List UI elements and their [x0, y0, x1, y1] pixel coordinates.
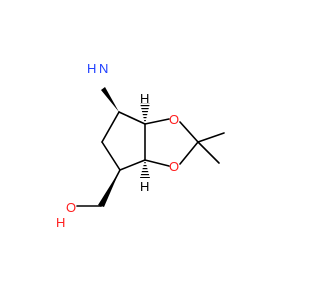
- hydroxyl-oxygen-label: O: [66, 200, 76, 215]
- bond-c1-c2: [118, 111, 146, 125]
- stereo-hydrogen-top-label: H: [140, 91, 149, 106]
- amine-nitrogen-label: N: [99, 61, 108, 76]
- wedge-bond-c4-ch2: [98, 170, 120, 207]
- bond-o-bottom-cq: [179, 141, 199, 165]
- bond-cq-methyl-2: [197, 141, 220, 164]
- molecule-structure: H N O O H H O H: [56, 61, 225, 230]
- hydroxyl-hydrogen-label: H: [56, 215, 65, 230]
- bond-c3-o-bottom: [144, 159, 170, 167]
- hashed-bond-c3-h: [140, 160, 150, 178]
- amine-hydrogen-label: H: [87, 61, 96, 76]
- bond-c2-o-top: [144, 118, 170, 125]
- hashed-bond-c2-h: [140, 103, 150, 124]
- structure-canvas: H N O O H H O H: [56, 61, 225, 230]
- bond-c4-c5: [101, 141, 121, 171]
- bond-c5-c1: [101, 111, 120, 143]
- bond-c3-c4: [119, 159, 146, 171]
- ring-oxygen-top-label: O: [169, 112, 179, 127]
- ring-oxygen-bottom-label: O: [169, 159, 179, 174]
- wedge-bond-c1-n: [101, 87, 119, 112]
- bond-o-top-cq: [179, 121, 199, 143]
- bond-cq-methyl-1: [197, 132, 225, 143]
- stereo-hydrogen-bottom-label: H: [140, 179, 149, 194]
